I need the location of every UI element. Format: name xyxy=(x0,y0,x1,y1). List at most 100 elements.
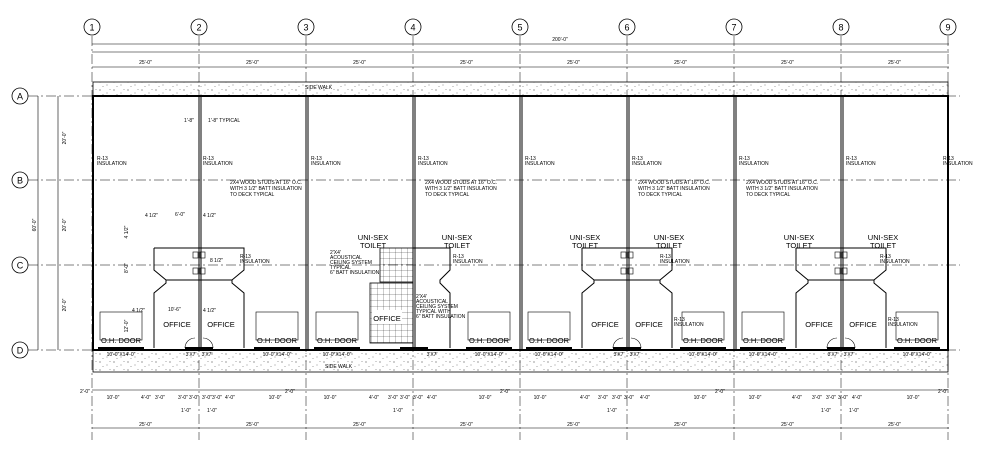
office-label-left: OFFICE xyxy=(163,320,191,329)
bottom-segment-dim: 3'-0" xyxy=(812,395,822,401)
studs-note: 2X4 WOOD STUDS AT 16" O.C.WITH 3 1/2" BA… xyxy=(425,180,497,198)
r13-label: R-13 xyxy=(632,156,643,162)
door-size-right: 3'X7' xyxy=(630,352,641,358)
toilet-bay3-left: TOILET xyxy=(360,241,387,250)
ceiling-note-b: TYPICAL WITH xyxy=(416,309,451,315)
bottom-segment-dim: 10'-0" xyxy=(534,395,547,401)
dim-four-half-c: 4 1/2" xyxy=(132,308,145,314)
unisex-right: UNI-SEX xyxy=(654,233,684,242)
grid-bubble-col xyxy=(511,18,529,36)
studs-line1: 2X4 WOOD STUDS AT 16" O.C. xyxy=(425,180,497,186)
r13-label: R-13 xyxy=(739,156,750,162)
grid-bubble-row xyxy=(11,87,29,105)
toilet-left: TOILET xyxy=(786,241,813,250)
ceiling-note-b: 2'X4' xyxy=(416,294,427,300)
left-cd-text: 20'-0" xyxy=(62,298,68,311)
left-bc-text: 20'-0" xyxy=(62,218,68,231)
insulation-label: INSULATION xyxy=(660,259,690,265)
bottom-segment-dim: 10'-0" xyxy=(479,395,492,401)
oh-door-size: 10'-0"X14'-0" xyxy=(475,352,504,358)
grid-bubble-col xyxy=(190,18,208,36)
grid-bubble-col xyxy=(83,18,101,36)
sidewalk-top xyxy=(92,81,949,97)
bottom-two-dim: 2'-0" xyxy=(80,389,90,395)
left-dimensions: 60'-0" 20'-0" 20'-0" 20'-0" xyxy=(32,96,68,350)
studs-line1: 2X4 WOOD STUDS AT 16" O.C. xyxy=(230,180,302,186)
insulation-label: INSULATION xyxy=(418,161,448,167)
bottom-two-dim: 2'-0" xyxy=(500,389,510,395)
bottom-segment-dim: 10'-0" xyxy=(324,395,337,401)
unisex-tiled-block: OFFICEUNI-SEXTOILETUNI-SEXTOILET3'X7'2'X… xyxy=(330,233,472,358)
r13-label: R-13 xyxy=(525,156,536,162)
interior-dimensions: 8 1/2"4 1/2"4 1/2"6'-0"4 1/2"4 1/2"10'-6… xyxy=(124,118,240,332)
insulation-label: INSULATION xyxy=(203,161,233,167)
insulation-label: INSULATION xyxy=(888,322,918,328)
door-size-right: 3'X7' xyxy=(202,352,213,358)
bottom-segment-dim: 4'-0" xyxy=(225,395,235,401)
grid-bubble-col-label: 5 xyxy=(517,23,522,33)
insulation-label: INSULATION xyxy=(97,161,127,167)
office-label-right: OFFICE xyxy=(849,320,877,329)
unisex-left: UNI-SEX xyxy=(784,233,814,242)
bottom-two-dim: 2'-0" xyxy=(285,389,295,395)
oh-door-size: 10'-0"X14'-0" xyxy=(903,352,932,358)
oh-door-label: O.H. DOOR xyxy=(743,336,784,345)
top-bay-dimensions: 25'-0"25'-0"25'-0"25'-0"25'-0"25'-0"25'-… xyxy=(92,60,949,68)
r13-label: R-13 xyxy=(311,156,322,162)
oh-door-label: O.H. DOOR xyxy=(529,336,570,345)
door-size-left: 3'X7' xyxy=(614,352,625,358)
insulation-label: INSULATION xyxy=(525,161,555,167)
bottom-segment-dim: 10'-0" xyxy=(269,395,282,401)
grid-bubble-col xyxy=(404,18,422,36)
dim-one-eight-typ: 1'-8" TYPICAL xyxy=(208,118,240,124)
bottom-one-dim: 1'-0" xyxy=(181,408,191,414)
oh-door-size: 10'-0"X14'-0" xyxy=(689,352,718,358)
r13-label: R-13 xyxy=(660,254,671,260)
insulation-label: INSULATION xyxy=(943,161,973,167)
r13-label: R-13 xyxy=(888,317,899,323)
r13-label: R-13 xyxy=(846,156,857,162)
oh-door-label: O.H. DOOR xyxy=(101,336,142,345)
dim-twelve-v: 12'-0" xyxy=(124,319,130,332)
door-size-bay3: 3'X7' xyxy=(427,352,438,358)
door-size-left: 3'X7' xyxy=(186,352,197,358)
ceiling-note-b: ACOUSTICAL xyxy=(416,299,448,305)
studs-line3: TO DECK TYPICAL xyxy=(746,192,790,198)
left-ab-text: 20'-0" xyxy=(62,131,68,144)
bottom-bay-dim: 25'-0" xyxy=(139,422,152,428)
grid-bubble-col-label: 6 xyxy=(624,23,629,33)
r13-label: R-13 xyxy=(674,317,685,323)
bottom-bay-dim: 25'-0" xyxy=(781,422,794,428)
bottom-one-dim: 1'-0" xyxy=(849,408,859,414)
bottom-bay-dim: 25'-0" xyxy=(888,422,901,428)
r13-label: R-13 xyxy=(453,254,464,260)
grid-bubble-col xyxy=(297,18,315,36)
bottom-two-dim: 2'-0" xyxy=(715,389,725,395)
oh-door-size: 10'-0"X14'-0" xyxy=(323,352,352,358)
bottom-one-dim: 1'-0" xyxy=(207,408,217,414)
top-bay-dim-text: 25'-0" xyxy=(139,60,152,66)
bottom-bay-dim: 25'-0" xyxy=(674,422,687,428)
dim-eight-half: 8 1/2" xyxy=(210,258,223,264)
insulation-label: INSULATION xyxy=(846,161,876,167)
bottom-dimensions: 10'-0"4'-0"3'-0"3'-0"3'-0"3'-0"3'-0"4'-0… xyxy=(80,389,949,429)
ceiling-note-a: TYPICAL xyxy=(330,265,351,271)
toilet-bay3-right: TOILET xyxy=(444,241,471,250)
bottom-segment-dim: 3'-0" xyxy=(202,395,212,401)
bottom-segment-dim: 4'-0" xyxy=(369,395,379,401)
bottom-segment-dim: 3'-0" xyxy=(388,395,398,401)
